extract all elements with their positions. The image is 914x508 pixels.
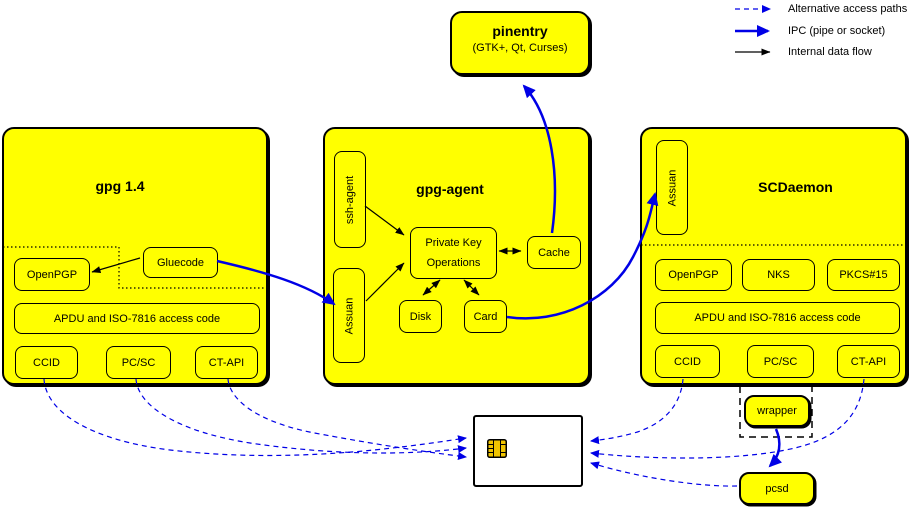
wrapper-label: wrapper <box>757 405 797 417</box>
gpg14-ctapi-label: CT-API <box>208 356 245 369</box>
scdaemon-assuan-label: Assuan <box>666 169 679 206</box>
scdaemon-ccid-box: CCID <box>655 345 720 378</box>
scdaemon-openpgp-box: OpenPGP <box>655 259 732 291</box>
scdaemon-box: SCDaemon Assuan OpenPGP NKS PKCS#15 APDU… <box>640 127 907 385</box>
gpg-agent-ssh-agent-box: ssh-agent <box>334 151 366 248</box>
private-key-operations-box: Private Key Operations <box>410 227 497 279</box>
pko-line1: Private Key <box>425 237 482 249</box>
scdaemon-apdu-label: APDU and ISO-7816 access code <box>694 312 861 324</box>
scdaemon-pkcs15-box: PKCS#15 <box>827 259 900 291</box>
gpg14-openpgp-box: OpenPGP <box>14 258 90 291</box>
gpg14-ctapi-box: CT-API <box>195 346 258 379</box>
card-box: Card <box>464 300 507 333</box>
legend-alternative-access-label: Alternative access paths <box>788 3 908 15</box>
gpg-agent-assuan-label: Assuan <box>343 297 356 334</box>
scdaemon-openpgp-label: OpenPGP <box>668 269 719 281</box>
pinentry-subtitle: (GTK+, Qt, Curses) <box>472 42 568 54</box>
gpg14-apdu-label: APDU and ISO-7816 access code <box>53 312 221 325</box>
scdaemon-pkcs15-label: PKCS#15 <box>839 269 888 281</box>
gpg14-gluecode-label: Gluecode <box>156 256 205 269</box>
disk-box: Disk <box>399 300 442 333</box>
scdaemon-nks-label: NKS <box>767 269 790 281</box>
gpg14-openpgp-label: OpenPGP <box>26 268 78 281</box>
disk-label: Disk <box>409 310 432 323</box>
pinentry-box: pinentry (GTK+, Qt, Curses) <box>450 11 590 75</box>
gpg14-box: gpg 1.4 OpenPGP Gluecode APDU and ISO-78… <box>2 127 268 385</box>
pko-line2: Operations <box>426 257 481 269</box>
scdaemon-assuan-box: Assuan <box>656 140 688 235</box>
scdaemon-title: SCDaemon <box>758 179 833 195</box>
gpg-agent-title: gpg-agent <box>416 181 484 197</box>
scdaemon-pcsc-label: PC/SC <box>763 355 798 368</box>
legend-internal-flow-label: Internal data flow <box>788 46 872 58</box>
scdaemon-ccid-label: CCID <box>674 355 701 368</box>
gpg-agent-box: gpg-agent ssh-agent Assuan Private Key O… <box>323 127 590 385</box>
gpg14-apdu-box: APDU and ISO-7816 access code <box>14 303 260 334</box>
scdaemon-ctapi-label: CT-API <box>850 355 887 368</box>
scdaemon-ctapi-box: CT-API <box>837 345 900 378</box>
wrapper-box: wrapper <box>744 395 810 427</box>
gpg14-gluecode-box: Gluecode <box>143 247 218 278</box>
legend-ipc-label: IPC (pipe or socket) <box>788 25 886 37</box>
scdaemon-pcsc-box: PC/SC <box>747 345 814 378</box>
gpg14-title: gpg 1.4 <box>95 178 145 194</box>
pcsd-box: pcsd <box>739 472 815 505</box>
gpg14-pcsc-label: PC/SC <box>121 356 156 369</box>
gpg14-ccid-box: CCID <box>15 346 78 379</box>
scdaemon-nks-box: NKS <box>742 259 815 291</box>
gpg-agent-assuan-box: Assuan <box>333 268 365 363</box>
smartcard <box>473 415 583 487</box>
pinentry-title: pinentry <box>492 23 548 39</box>
cache-box: Cache <box>527 236 581 269</box>
smartcard-chip-icon <box>487 439 507 458</box>
pcsd-label: pcsd <box>765 482 789 495</box>
card-label: Card <box>473 310 498 323</box>
gpg14-pcsc-box: PC/SC <box>106 346 171 379</box>
gpg14-ccid-label: CCID <box>33 356 60 369</box>
ssh-agent-label: ssh-agent <box>344 175 356 224</box>
scdaemon-apdu-box: APDU and ISO-7816 access code <box>655 302 900 334</box>
cache-label: Cache <box>538 246 570 259</box>
